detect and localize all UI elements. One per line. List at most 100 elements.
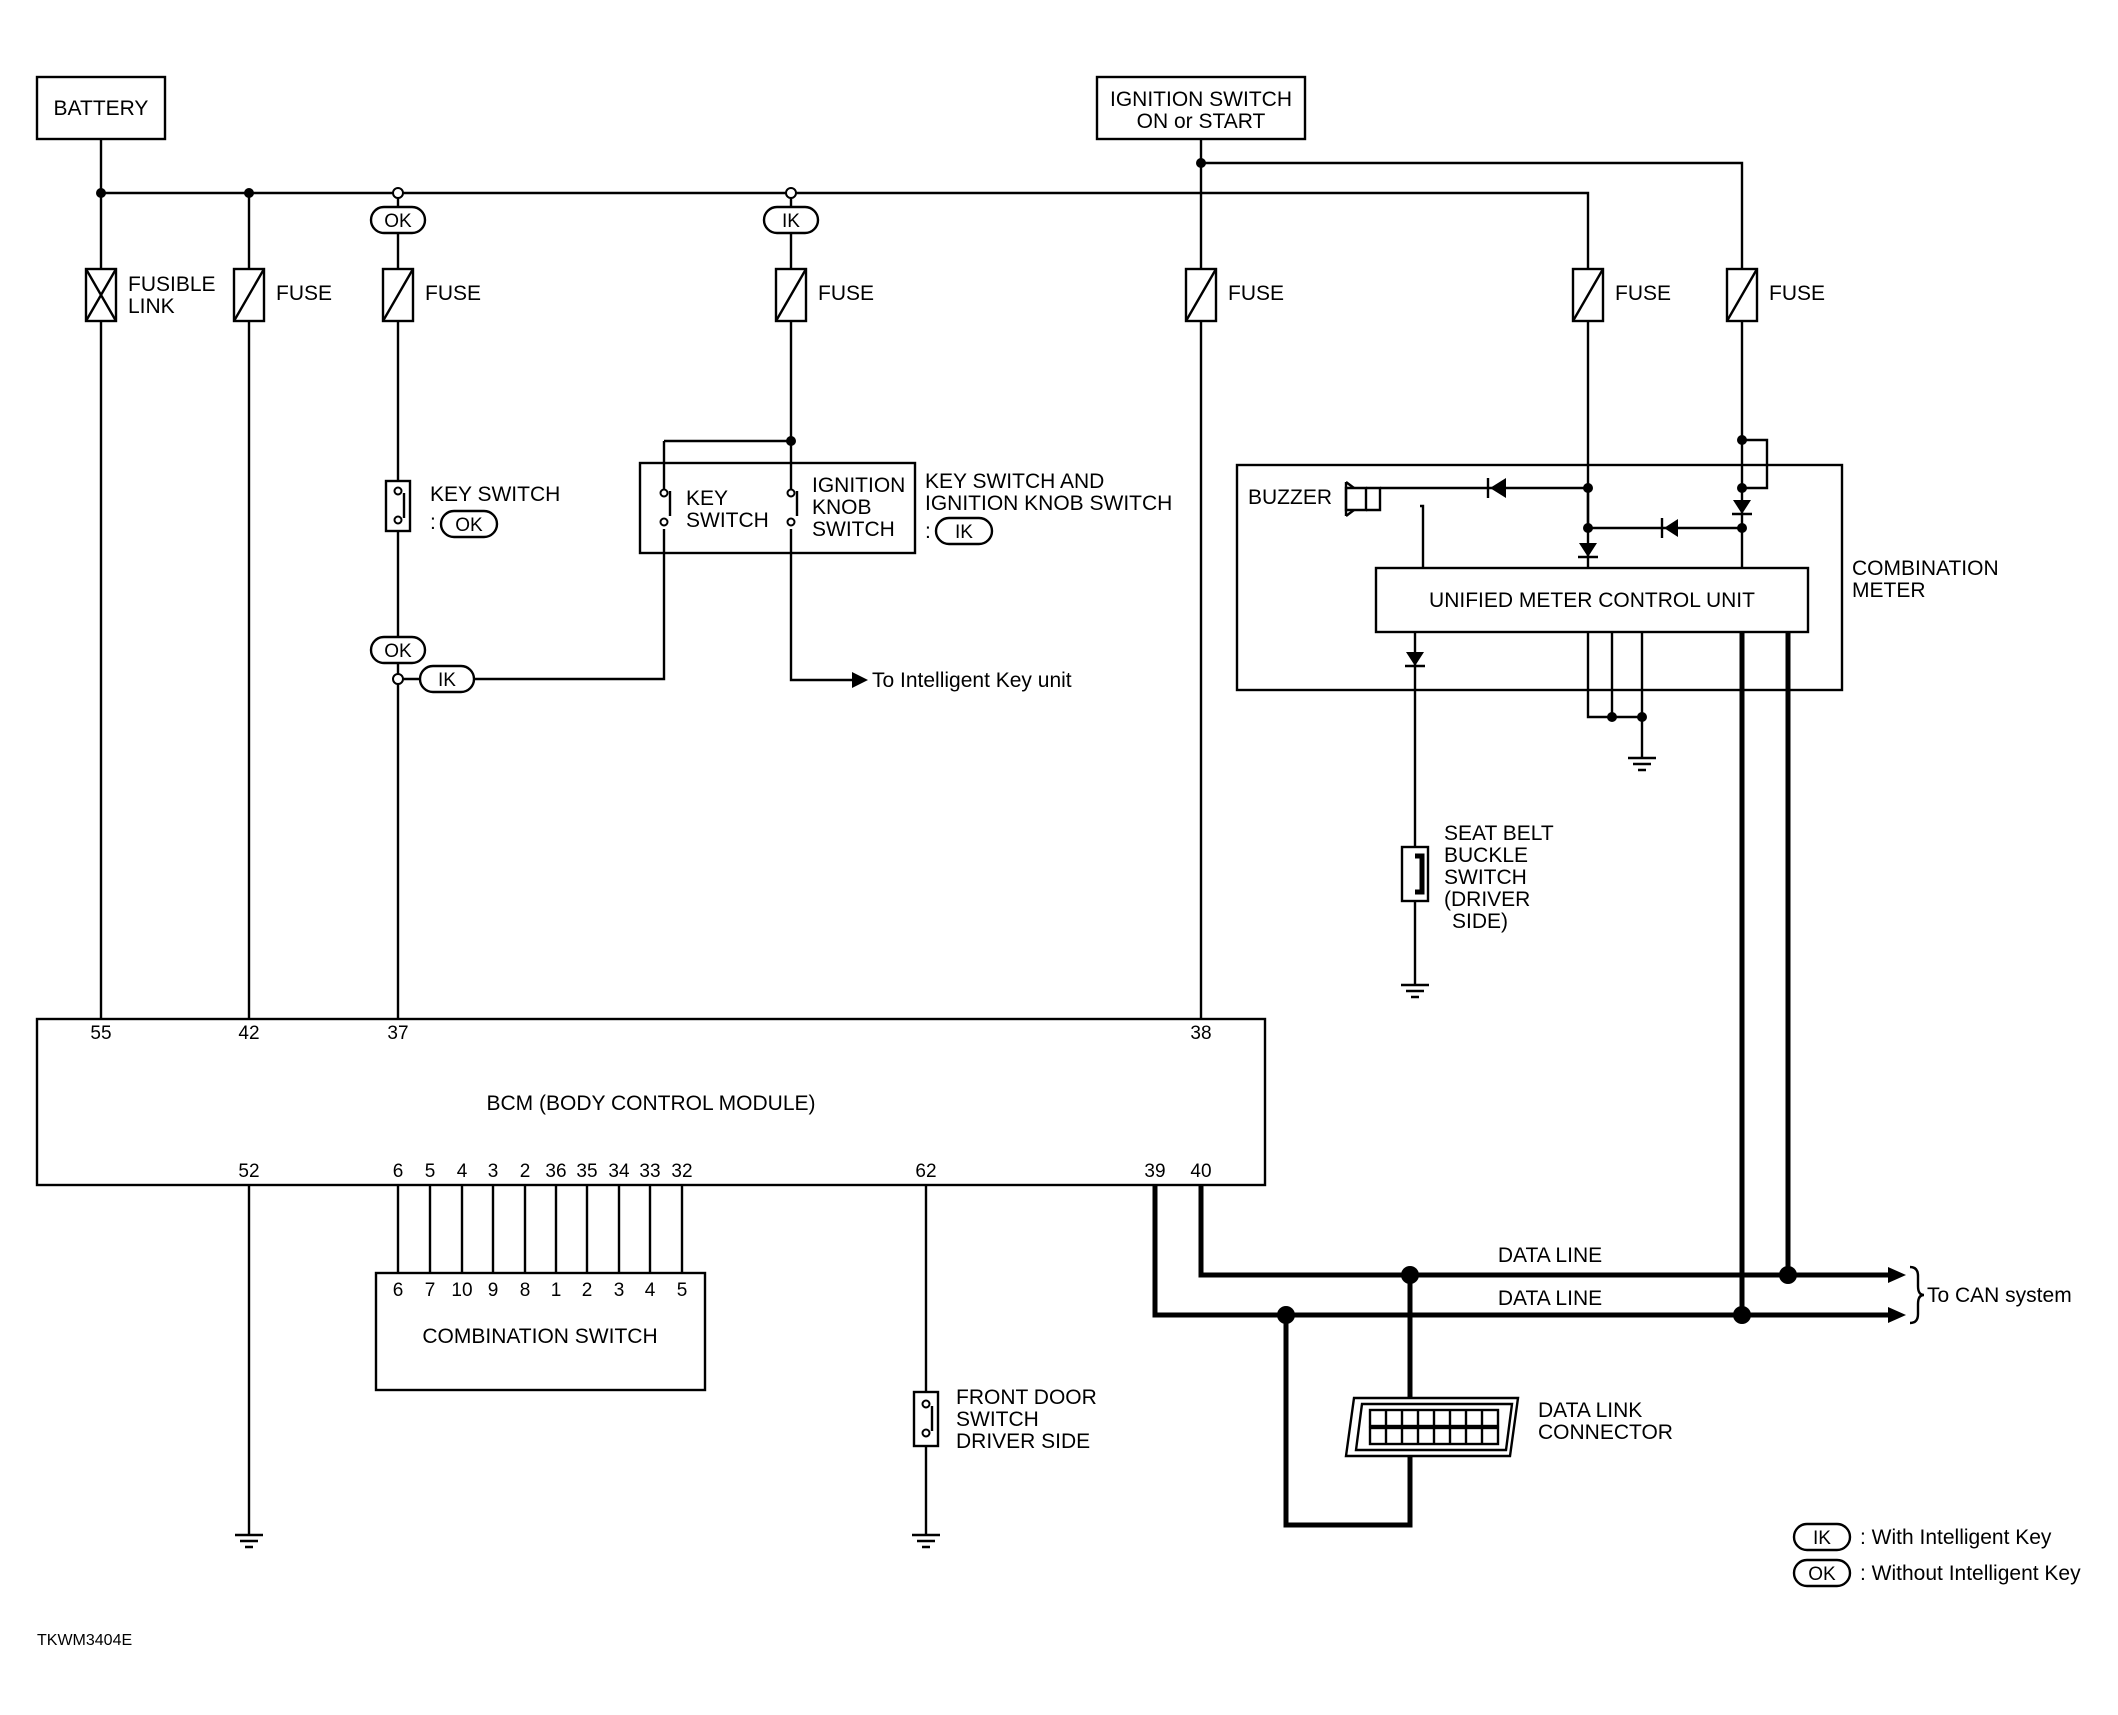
connector-pin-grid <box>1368 1408 1500 1446</box>
fuse-42: FUSE <box>232 267 332 323</box>
svg-text:SWITCH: SWITCH <box>686 509 769 532</box>
svg-text:4: 4 <box>457 1161 468 1182</box>
svg-text:FUSIBLE: FUSIBLE <box>128 273 216 296</box>
svg-text:4: 4 <box>645 1280 656 1301</box>
svg-text:35: 35 <box>576 1161 597 1182</box>
data-lines: DATA LINE DATA LINE To CAN system <box>1152 1185 2072 1528</box>
svg-text:IK: IK <box>955 522 973 543</box>
svg-text:1: 1 <box>551 1280 562 1301</box>
svg-text:IK: IK <box>438 670 456 691</box>
svg-text:62: 62 <box>915 1161 936 1182</box>
ok-marker-top: OK <box>369 205 427 235</box>
svg-text:9: 9 <box>488 1280 499 1301</box>
fuse-37: FUSE <box>381 267 481 323</box>
to-intelligent-key-arrow: To Intelligent Key unit <box>852 669 1072 692</box>
fuse-meter-1: FUSE <box>1571 267 1671 323</box>
svg-text:3: 3 <box>488 1161 499 1182</box>
ignition-switch-box: IGNITION SWITCH ON or START <box>1095 75 1307 141</box>
svg-text:IK: IK <box>782 211 800 232</box>
unified-meter-control-unit: UNIFIED METER CONTROL UNIT <box>1429 589 1755 612</box>
fusible-link: FUSIBLE LINK <box>84 267 216 323</box>
svg-text:8: 8 <box>520 1280 531 1301</box>
svg-text:COMBINATION: COMBINATION <box>1852 557 1999 580</box>
svg-text:36: 36 <box>545 1161 566 1182</box>
combination-switch-label: COMBINATION SWITCH <box>422 1325 657 1348</box>
svg-text:DRIVER SIDE: DRIVER SIDE <box>956 1430 1090 1453</box>
fuse-ik: FUSE <box>774 267 874 323</box>
svg-text:LINK: LINK <box>128 295 175 318</box>
svg-text:33: 33 <box>639 1161 660 1182</box>
svg-text:6: 6 <box>393 1161 404 1182</box>
module-title: KEY SWITCH AND <box>925 470 1104 493</box>
key-switch-label: KEY SWITCH <box>430 483 560 506</box>
ground-52 <box>235 1185 263 1549</box>
svg-text:KEY: KEY <box>686 487 728 510</box>
data-link-connector: DATA LINK CONNECTOR <box>1344 1396 1673 1458</box>
data-line-lower: DATA LINE <box>1498 1287 1602 1310</box>
svg-text:OK: OK <box>1808 1564 1836 1585</box>
svg-text:37: 37 <box>387 1023 408 1044</box>
svg-text::: : <box>430 511 436 534</box>
combination-switch: 6 7 10 9 8 1 2 3 4 5 COMBINATION SWITCH <box>374 1185 707 1392</box>
legend-ik-text: : With Intelligent Key <box>1860 1526 2052 1549</box>
svg-text:10: 10 <box>451 1280 472 1301</box>
svg-text:SWITCH: SWITCH <box>812 518 895 541</box>
buzzer-label: BUZZER <box>1248 486 1332 509</box>
fuse-38: FUSE <box>1184 267 1284 323</box>
svg-text:CONNECTOR: CONNECTOR <box>1538 1421 1673 1444</box>
svg-text:KNOB: KNOB <box>812 496 872 519</box>
svg-text:FUSE: FUSE <box>1228 282 1284 305</box>
svg-text:SWITCH: SWITCH <box>956 1408 1039 1431</box>
svg-text:FUSE: FUSE <box>818 282 874 305</box>
svg-text::: : <box>925 520 931 543</box>
legend-ok-text: : Without Intelligent Key <box>1860 1562 2081 1585</box>
bcm-label: BCM (BODY CONTROL MODULE) <box>486 1092 815 1115</box>
svg-text:5: 5 <box>425 1161 436 1182</box>
svg-text:39: 39 <box>1144 1161 1165 1182</box>
battery-box: BATTERY <box>35 75 167 141</box>
key-switch: KEY SWITCH : OK <box>384 479 560 539</box>
svg-text:FUSE: FUSE <box>1615 282 1671 305</box>
svg-text:7: 7 <box>425 1280 436 1301</box>
svg-text:(DRIVER: (DRIVER <box>1444 888 1530 911</box>
document-code: TKWM3404E <box>37 1632 132 1649</box>
svg-text:55: 55 <box>90 1023 111 1044</box>
ik-marker-top: IK <box>762 205 820 235</box>
svg-text:38: 38 <box>1190 1023 1211 1044</box>
svg-text:32: 32 <box>671 1161 692 1182</box>
svg-text:6: 6 <box>393 1280 404 1301</box>
svg-text:SIDE): SIDE) <box>1452 910 1508 933</box>
svg-text:FRONT DOOR: FRONT DOOR <box>956 1386 1097 1409</box>
battery-label: BATTERY <box>54 97 149 120</box>
svg-text:40: 40 <box>1190 1161 1211 1182</box>
key-and-knob-switch-module: KEY SWITCH IGNITION KNOB SWITCH KEY SWIT… <box>638 461 1172 555</box>
ik-marker-lower: IK <box>418 664 476 694</box>
data-line-upper: DATA LINE <box>1498 1244 1602 1267</box>
svg-text:34: 34 <box>608 1161 630 1182</box>
svg-text:OK: OK <box>384 641 412 662</box>
svg-text:FUSE: FUSE <box>1769 282 1825 305</box>
legend: IK : With Intelligent Key OK : Without I… <box>1792 1522 2081 1588</box>
svg-text:5: 5 <box>677 1280 688 1301</box>
combination-meter: COMBINATION METER BUZZER UNIFIED METE <box>1235 435 1999 1315</box>
junction-dots <box>96 158 1206 685</box>
svg-text:IK: IK <box>1813 1528 1831 1549</box>
svg-text:42: 42 <box>238 1023 259 1044</box>
svg-text:2: 2 <box>582 1280 593 1301</box>
fuse-meter-2: FUSE <box>1725 267 1825 323</box>
svg-text:BUCKLE: BUCKLE <box>1444 844 1528 867</box>
svg-text:3: 3 <box>614 1280 625 1301</box>
seat-belt-buckle-switch: SEAT BELT BUCKLE SWITCH (DRIVER SIDE) <box>1400 822 1554 999</box>
svg-text:IGNITION KNOB SWITCH: IGNITION KNOB SWITCH <box>925 492 1172 515</box>
front-door-switch: FRONT DOOR SWITCH DRIVER SIDE <box>912 1185 1097 1549</box>
svg-text:OK: OK <box>384 211 412 232</box>
svg-text:DATA LINK: DATA LINK <box>1538 1399 1642 1422</box>
svg-text:IGNITION: IGNITION <box>812 474 905 497</box>
svg-text:To Intelligent Key unit: To Intelligent Key unit <box>872 669 1072 692</box>
svg-text:SEAT BELT: SEAT BELT <box>1444 822 1554 845</box>
svg-text:METER: METER <box>1852 579 1926 602</box>
bcm: BCM (BODY CONTROL MODULE) 55 42 37 38 52… <box>35 1017 1267 1187</box>
svg-text:SWITCH: SWITCH <box>1444 866 1527 889</box>
ignition-switch-label: IGNITION SWITCH <box>1110 88 1292 111</box>
